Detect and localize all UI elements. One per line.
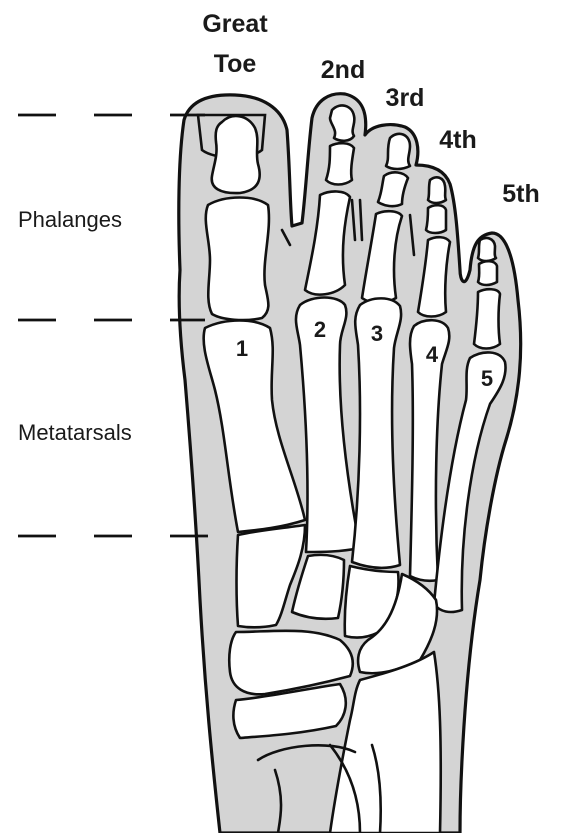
fifth-toe-proximal-phalanx	[474, 289, 500, 348]
metatarsal-number-3: 3	[371, 321, 383, 346]
label-metatarsals: Metatarsals	[18, 420, 132, 445]
second-toe-middle-phalanx	[326, 143, 354, 184]
fourth-toe-distal-phalanx	[428, 177, 446, 203]
great-toe-distal-phalanx	[212, 116, 260, 193]
label-great-toe-line2: Toe	[214, 50, 257, 78]
great-toe-proximal-phalanx	[206, 198, 269, 321]
second-toe-distal-phalanx	[330, 105, 354, 140]
metatarsal-number-1: 1	[236, 336, 248, 361]
fourth-toe-middle-phalanx	[426, 205, 446, 233]
label-fifth-toe: 5th	[502, 180, 540, 208]
label-great-toe-line1: Great	[202, 10, 268, 38]
metatarsal-number-4: 4	[426, 342, 439, 367]
metatarsal-number-5: 5	[481, 366, 493, 391]
fifth-toe-distal-phalanx	[478, 238, 496, 261]
fifth-toe-middle-phalanx	[478, 261, 497, 285]
label-fourth-toe: 4th	[439, 126, 477, 154]
label-second-toe: 2nd	[321, 56, 365, 84]
label-third-toe: 3rd	[386, 84, 425, 112]
metatarsal-number-2: 2	[314, 317, 326, 342]
third-toe-distal-phalanx	[386, 134, 410, 169]
label-phalanges: Phalanges	[18, 207, 122, 232]
